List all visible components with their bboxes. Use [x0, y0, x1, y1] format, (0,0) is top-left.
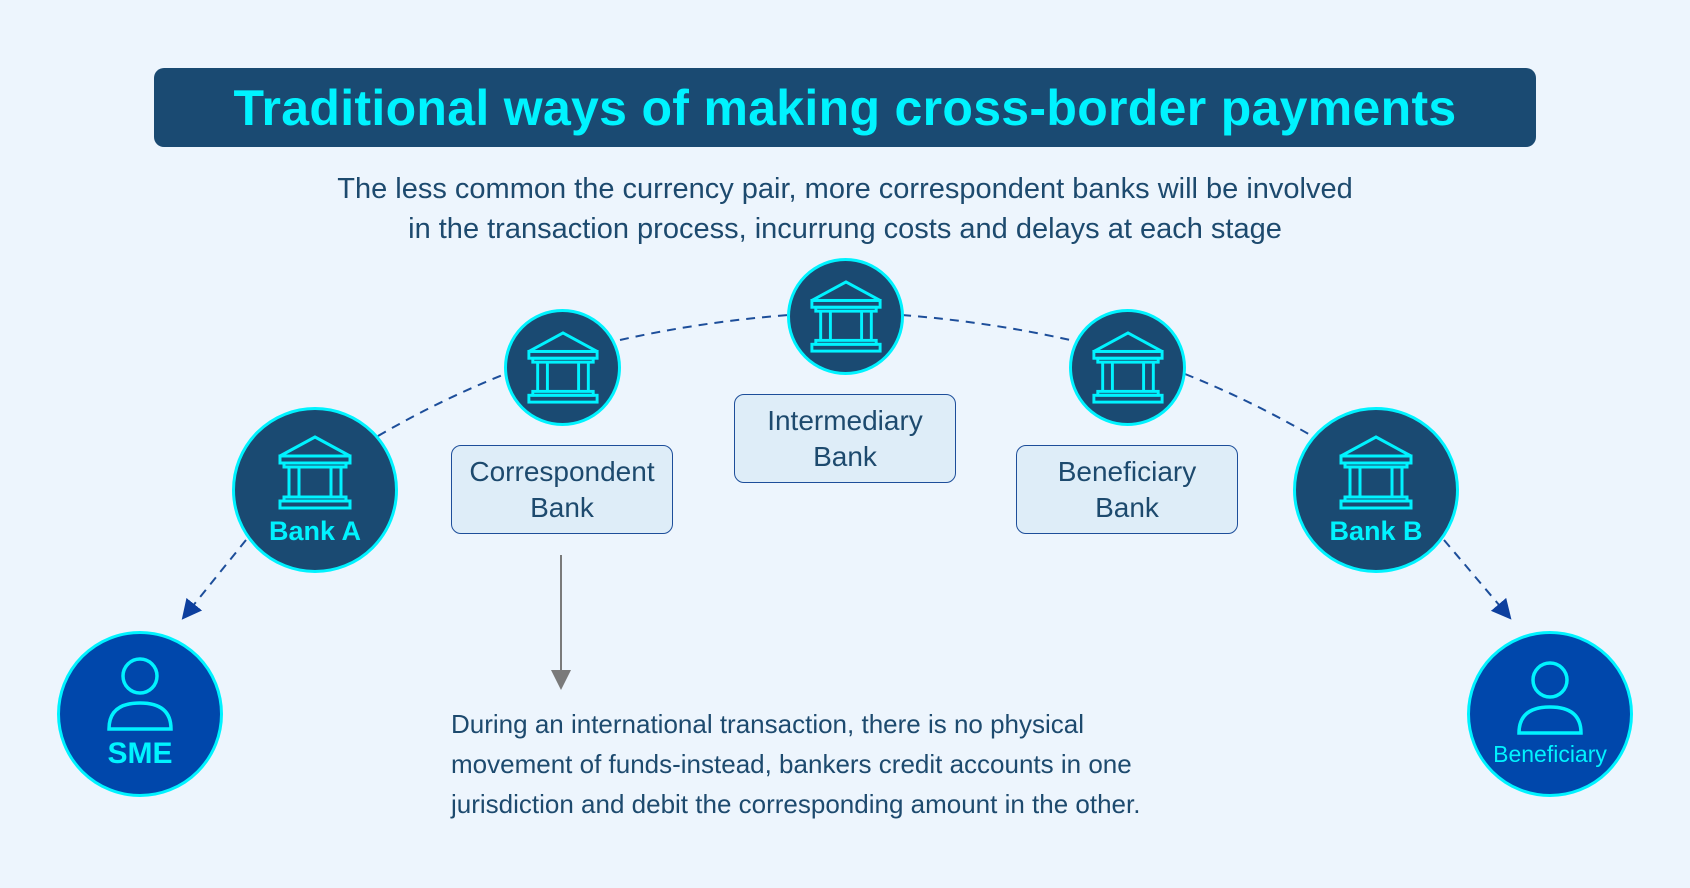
person-icon: [1517, 660, 1583, 735]
label-line: Correspondent: [469, 455, 655, 487]
dash-intermediary-beneficiarybank: [901, 314, 1071, 341]
sme-label: SME: [107, 737, 173, 770]
dash-bankB-beneficiary: [1443, 539, 1512, 620]
dash-beneficiarybank-bankB: [1184, 373, 1313, 437]
label-line: Bank: [813, 440, 877, 472]
node-correspondent-bank: [504, 309, 621, 426]
beneficiary-label: Beneficiary: [1493, 740, 1607, 767]
beneficiary-bank-label: Beneficiary Bank: [1016, 445, 1238, 534]
dash-bankA-sme: [181, 539, 247, 620]
label-line: Intermediary: [767, 404, 923, 436]
node-bank-a: Bank A: [232, 407, 398, 573]
bank-icon: [1339, 434, 1413, 509]
page-title: Traditional ways of making cross-border …: [233, 79, 1457, 136]
note-line-3: jurisdiction and debit the corresponding…: [451, 789, 1141, 819]
bank-icon: [278, 434, 352, 509]
note-line-2: movement of funds-instead, bankers credi…: [451, 749, 1132, 779]
subtitle-line-1: The less common the currency pair, more …: [337, 173, 1353, 205]
label-line: Bank: [530, 491, 594, 523]
bank-a-label: Bank A: [268, 515, 362, 546]
person-icon: [107, 657, 173, 731]
bank-icon: [1091, 330, 1164, 404]
bank-icon: [809, 279, 882, 353]
label-line: Beneficiary: [1057, 455, 1197, 487]
intermediary-bank-label: Intermediary Bank: [734, 394, 956, 483]
title-banner: Traditional ways of making cross-border …: [154, 68, 1536, 147]
note-paragraph: During an international transaction, the…: [451, 704, 1351, 824]
bank-b-label: Bank B: [1329, 515, 1423, 546]
dash-correspondent-intermediary: [619, 314, 789, 341]
label-line: Bank: [1095, 491, 1159, 523]
node-intermediary-bank: [787, 258, 904, 375]
node-beneficiary: Beneficiary: [1467, 631, 1633, 797]
bank-icon: [526, 330, 599, 404]
note-line-1: During an international transaction, the…: [451, 709, 1085, 739]
node-bank-b: Bank B: [1293, 407, 1459, 573]
node-sme: SME: [57, 631, 223, 797]
node-beneficiary-bank: [1069, 309, 1186, 426]
correspondent-bank-label: Correspondent Bank: [451, 445, 673, 534]
dash-bankA-correspondent: [377, 373, 506, 437]
subtitle-line-2: in the transaction process, incurrung co…: [408, 213, 1282, 245]
